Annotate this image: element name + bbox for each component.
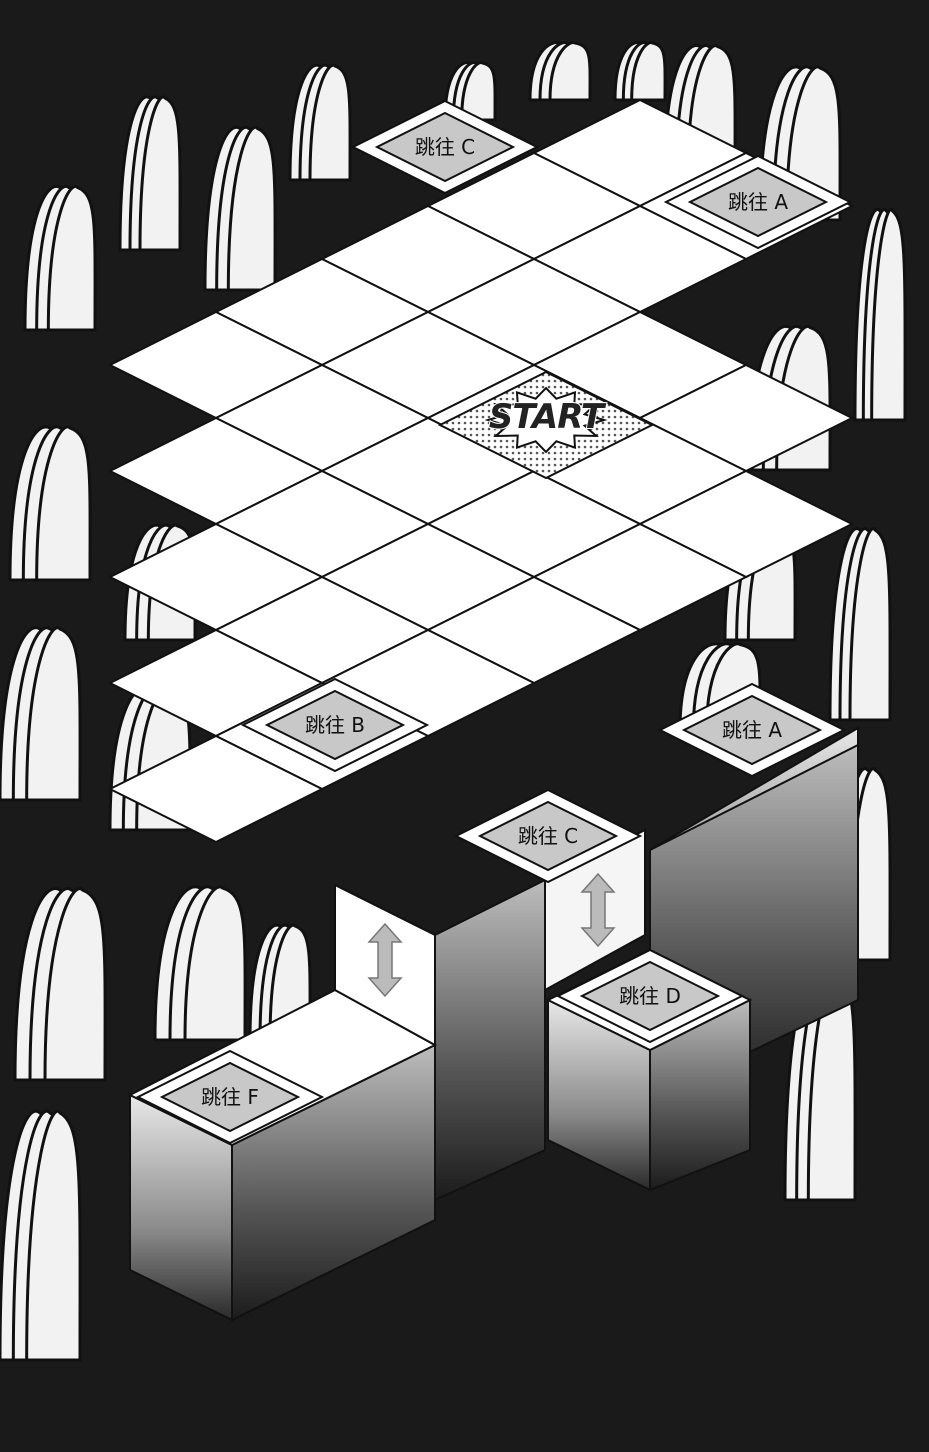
jump-d-tile[interactable]: 跳往 D <box>555 948 745 1044</box>
block-side <box>434 878 546 1202</box>
rock <box>0 626 82 802</box>
jump-c-mid-label: 跳往 C <box>518 824 578 848</box>
rock <box>153 885 247 1042</box>
jump-a-top-tile[interactable]: 跳往 A <box>663 154 853 250</box>
jump-a-top-label: 跳往 A <box>728 190 788 214</box>
board <box>107 98 855 844</box>
jump-tiles: 跳往 C 跳往 A 跳往 B 跳往 A 跳往 C 跳往 D 跳往 F <box>135 99 853 1145</box>
jump-f-label: 跳往 F <box>201 1085 259 1109</box>
board-tile[interactable] <box>107 734 325 844</box>
rock <box>118 95 182 252</box>
rock <box>0 1109 82 1362</box>
start-tile[interactable]: START <box>437 370 655 480</box>
jump-c-top-label: 跳往 C <box>415 135 475 159</box>
jump-f-tile[interactable]: 跳往 F <box>135 1049 325 1145</box>
jump-d-label: 跳往 D <box>619 984 681 1008</box>
rock <box>828 527 892 722</box>
rock <box>528 41 592 102</box>
up-down-arrow-icon <box>367 922 403 998</box>
rock <box>783 968 857 1202</box>
jump-b-tile[interactable]: 跳往 B <box>240 677 430 773</box>
rock <box>853 208 907 422</box>
jump-c-top-tile[interactable]: 跳往 C <box>350 99 540 195</box>
rock <box>23 184 97 332</box>
arrows-layer <box>367 872 616 998</box>
jump-c-mid-tile[interactable]: 跳往 C <box>453 788 643 884</box>
jump-a-mid-tile[interactable]: 跳往 A <box>657 682 847 778</box>
rock <box>613 41 667 102</box>
up-down-arrow-icon <box>580 872 616 948</box>
jump-a-mid-label: 跳往 A <box>722 718 782 742</box>
start-label: START <box>489 397 607 437</box>
rock <box>8 425 92 582</box>
jump-b-label: 跳往 B <box>305 713 365 737</box>
rock <box>13 887 107 1082</box>
rock <box>443 61 497 122</box>
rock <box>288 63 352 182</box>
rock <box>203 125 277 292</box>
